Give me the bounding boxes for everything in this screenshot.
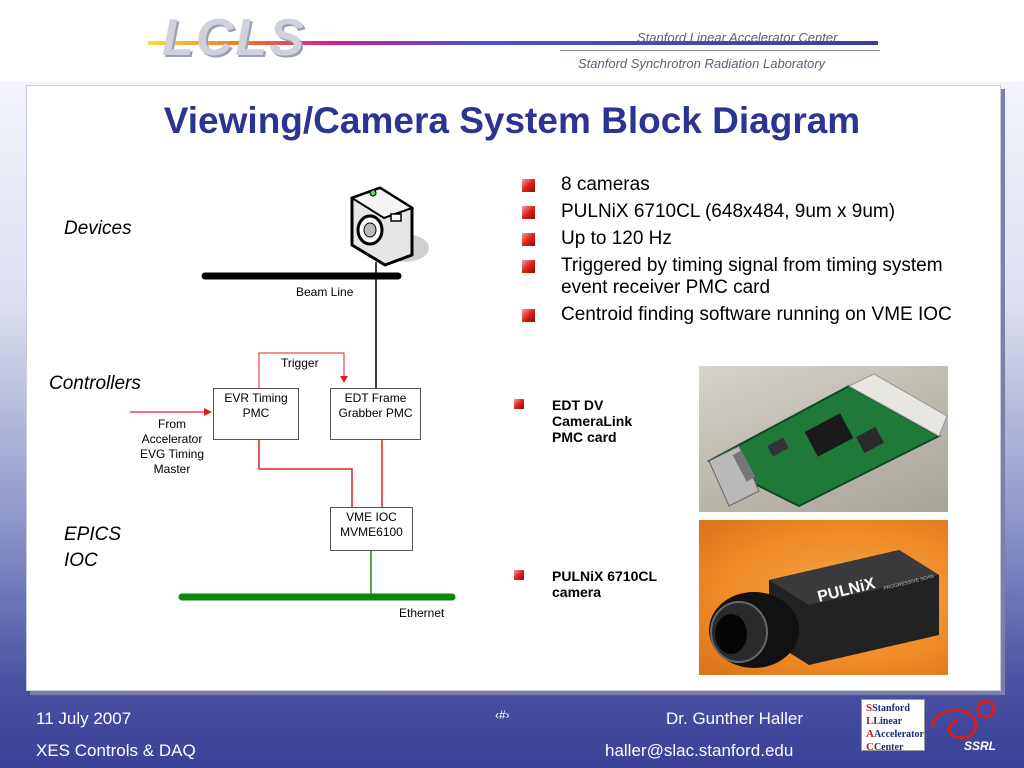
lcls-logo: LCLS [162,9,306,67]
slide-title: Viewing/Camera System Block Diagram [163,100,861,141]
footer-email: haller@slac.stanford.edu [605,741,794,760]
footer-page-number: ‹#› [495,708,510,722]
trigger-arrowhead [340,376,348,383]
bullet-icon [522,179,535,192]
list-item: Triggered by timing signal from timing s… [522,255,992,299]
evr-timing-pmc-box: EVR Timing PMC [213,388,299,440]
bullet-icon [514,570,524,580]
evr-to-vme-line [258,440,353,507]
bullet-icon [522,309,535,322]
timing-source-label: From Accelerator EVG Timing Master [139,417,205,476]
bullet-icon [522,206,535,219]
timing-input-arrowhead [204,408,212,416]
footer-author: Dr. Gunther Haller [666,709,803,728]
bullet-icon [514,399,524,409]
list-item: PULNiX 6710CL (648x484, 9um x 9um) [522,201,992,223]
footer-date: 11 July 2007 [36,709,132,728]
beam-line-label: Beam Line [296,285,354,299]
trigger-line [258,352,345,388]
tier-devices: Devices [64,218,132,239]
slac-logo: SStanford LLinear AAccelerator CCenter [861,699,925,753]
tier-controllers: Controllers [49,373,141,394]
header-institution-1: Stanford Linear Accelerator Center [637,30,838,45]
ssrl-logo: SSRL [930,699,996,753]
trigger-label: Trigger [281,356,319,370]
list-item: 8 cameras [522,174,992,196]
list-item: Centroid finding software running on VME… [522,304,992,326]
board-caption: EDT DV CameraLink PMC card [514,397,632,445]
header-institution-2: Stanford Synchrotron Radiation Laborator… [578,56,826,71]
bullet-icon [522,260,535,273]
ssrl-logo-text: SSRL [964,739,996,753]
pmc-board-photo [699,366,948,512]
bullet-icon [522,233,535,246]
slide-header: LCLS Stanford Linear Accelerator Center … [0,0,1024,82]
camera-caption: PULNiX 6710CL camera [514,568,657,600]
list-item: Up to 120 Hz [522,228,992,250]
edt-frame-grabber-box: EDT Frame Grabber PMC [330,388,421,440]
pulnix-camera-photo: PULNiX PROGRESSIVE SCAN [699,520,948,675]
logo-swoosh [148,41,878,45]
tier-epics-ioc: EPICS IOC [64,524,122,571]
footer-course: XES Controls & DAQ [36,741,196,760]
feature-list: 8 cameras PULNiX 6710CL (648x484, 9um x … [522,174,992,331]
camera-icon [349,186,429,267]
header-rule [560,50,880,51]
ethernet-label: Ethernet [399,606,445,620]
vme-ioc-box: VME IOC MVME6100 [330,507,413,551]
